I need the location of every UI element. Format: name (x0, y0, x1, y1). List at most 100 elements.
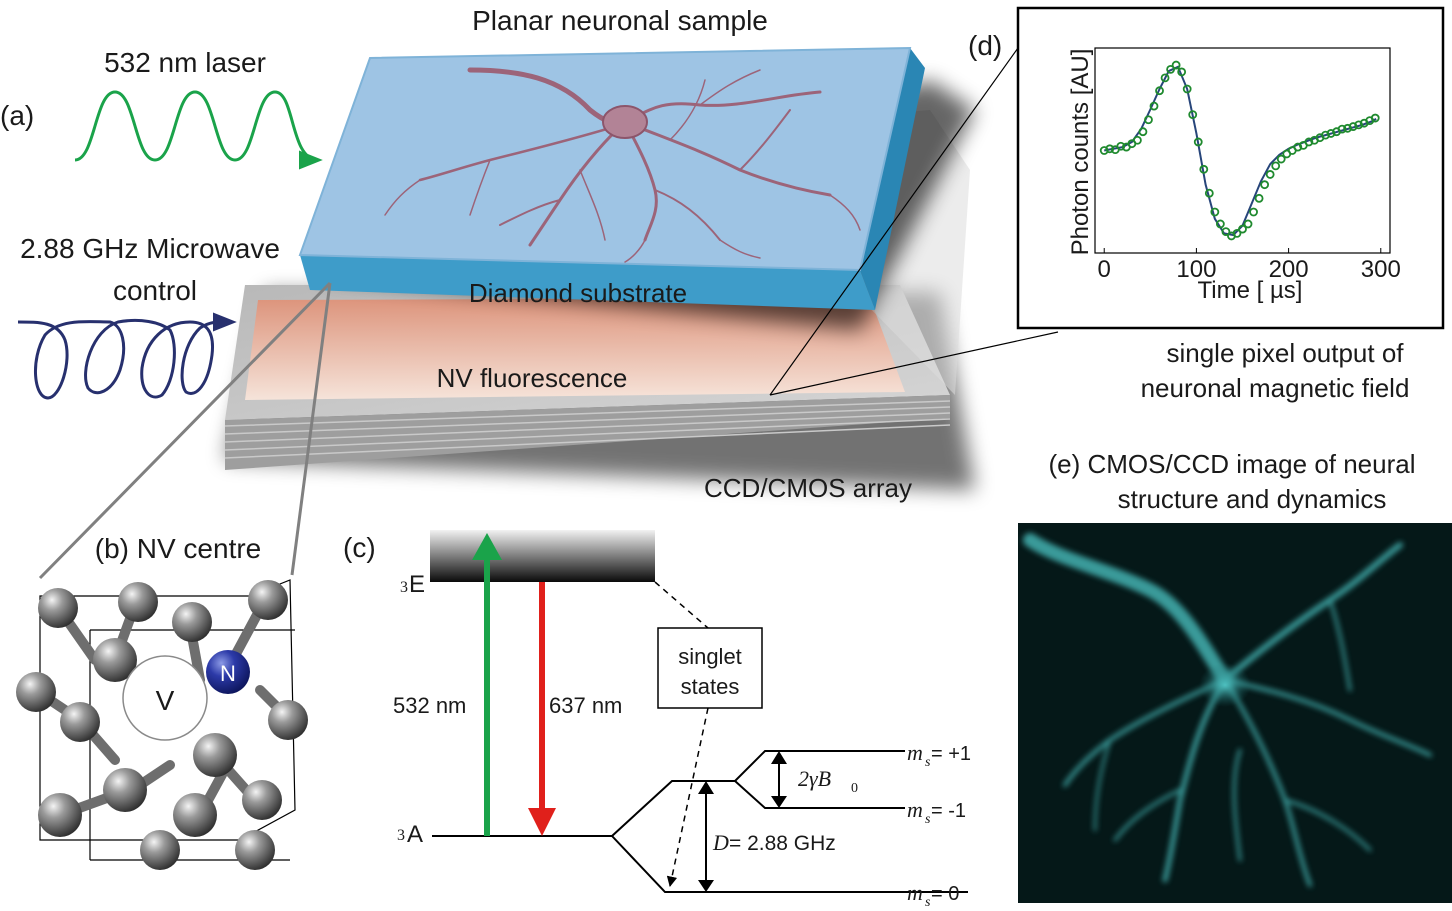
excited-state-sup: 3 (400, 579, 408, 596)
plot-xlabel: Time [ µs] (1198, 277, 1303, 304)
data-point (1215, 219, 1225, 229)
plot-ylabel: Photon counts [AU] (1067, 49, 1094, 256)
data-point (1105, 144, 1115, 154)
ms-plus-sub: s (925, 755, 931, 770)
data-point (1243, 219, 1253, 229)
ground-state-sup: 3 (397, 827, 405, 844)
data-point (1249, 207, 1258, 217)
ms-zero-value: = 0 (931, 883, 959, 905)
data-point (1199, 164, 1209, 174)
ccd-neuron-image (1023, 533, 1432, 887)
panel-c: (c) 3 E 3 A 532 nm 637 nm singlet states… (343, 530, 971, 910)
singlet-label-line2: states (681, 674, 740, 699)
panel-a: (a) 532 nm laser 2.88 GHz Microwave cont… (0, 5, 1059, 580)
ground-state-label: A (407, 821, 423, 848)
data-point (1238, 224, 1247, 234)
data-point (1171, 60, 1181, 70)
nitrogen-label: N (220, 661, 236, 686)
plot-series (1099, 60, 1380, 241)
data-point (1232, 228, 1242, 238)
data-point (1337, 124, 1347, 134)
panel-e-label-line2: structure and dynamics (1118, 484, 1387, 514)
absorb-label: 532 nm (393, 693, 466, 718)
fluorescence-label: NV fluorescence (437, 363, 628, 393)
x-tick-label: 0 (1098, 256, 1111, 283)
ms-plus-value: = +1 (931, 743, 971, 765)
x-tick-label: 100 (1176, 256, 1216, 283)
nv-lattice: V N (16, 579, 308, 870)
data-point (1144, 115, 1153, 125)
panel-b: (b) NV centre (16, 533, 308, 870)
ms-minus-value: = -1 (931, 800, 966, 822)
panel-d-label: (d) (968, 30, 1002, 61)
data-point (1149, 101, 1159, 111)
array-label: CCD/CMOS array (704, 473, 912, 503)
zoom-line-pixel (769, 47, 1059, 396)
singlet-label-line1: singlet (678, 644, 742, 669)
zfs-d: D (712, 830, 729, 855)
laser-label: 532 nm laser (104, 47, 266, 78)
caption-line1: single pixel output of (1166, 338, 1404, 368)
data-point (1265, 170, 1275, 179)
diamond-substrate (298, 46, 975, 330)
x-tick-label: 300 (1361, 256, 1401, 283)
sample-title: Planar neuronal sample (472, 5, 768, 36)
data-point (1204, 188, 1214, 198)
data-point (1370, 113, 1380, 123)
data-point (1210, 207, 1220, 217)
data-point (1182, 84, 1192, 94)
panel-c-label: (c) (343, 532, 376, 563)
data-point (1155, 86, 1164, 96)
data-point (1133, 135, 1142, 145)
emit-label: 637 nm (549, 693, 622, 718)
panel-b-label: (b) NV centre (95, 533, 262, 564)
data-point (1188, 110, 1198, 120)
plot-axes-box (1094, 47, 1391, 254)
ms-minus-m: m (907, 797, 923, 822)
data-point (1271, 161, 1281, 171)
data-point (1221, 227, 1231, 237)
data-point (1260, 180, 1270, 190)
data-point (1160, 73, 1170, 83)
data-point (1177, 67, 1187, 77)
zoom-line-nv (38, 281, 332, 580)
microwave-label-line1: 2.88 GHz Microwave (20, 233, 280, 264)
plot-frame (1016, 6, 1445, 330)
ms-minus-sub: s (925, 812, 931, 827)
excited-state-label: E (409, 571, 425, 598)
panel-e-label-line1: (e) CMOS/CCD image of neural (1049, 449, 1416, 479)
ccd-soma (1199, 663, 1251, 707)
data-point (1354, 120, 1364, 130)
data-point (1099, 146, 1109, 155)
data-point (1321, 130, 1330, 140)
microwave-label-line2: control (113, 275, 197, 306)
data-point (1166, 64, 1175, 74)
data-point (1116, 141, 1126, 151)
data-point (1293, 142, 1303, 152)
data-point (1138, 127, 1148, 137)
nitrogen-atom (206, 650, 250, 694)
neuron-drawing (384, 67, 861, 263)
data-point (1326, 129, 1336, 138)
data-point (1254, 193, 1264, 203)
panel-a-label: (a) (0, 100, 34, 131)
singlet-box (657, 627, 763, 709)
data-point (1276, 154, 1286, 164)
ms-zero-m: m (907, 880, 923, 905)
data-point (1343, 123, 1352, 133)
ccd-image (1018, 523, 1452, 903)
fluorescence-layer (245, 298, 905, 400)
zeeman-label: 2γB (798, 766, 831, 791)
zfs-value: = 2.88 GHz (729, 832, 836, 855)
diamond-label: Diamond substrate (469, 278, 687, 308)
data-point (1304, 137, 1314, 147)
data-point (1348, 122, 1358, 131)
ms-plus-m: m (907, 740, 923, 765)
excited-state-band (430, 530, 655, 582)
data-point (1193, 137, 1203, 147)
panel-e: (e) CMOS/CCD image of neural structure a… (1018, 449, 1452, 903)
ms-zero-sub: s (925, 895, 931, 910)
